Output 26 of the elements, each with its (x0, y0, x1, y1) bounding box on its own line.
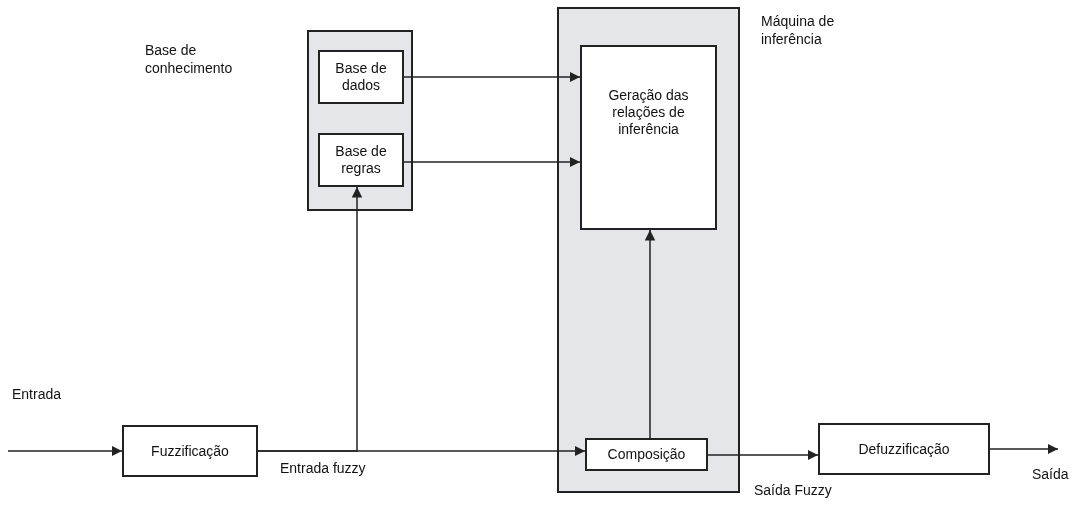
process-box (318, 133, 404, 187)
arrow (7, 445, 123, 457)
box-label: Base de dados (334, 60, 388, 94)
box-label: Defuzzificação (858, 440, 950, 458)
box-label: Geração das relações de inferência (607, 87, 690, 138)
group-heading: Máquina de inferência (761, 13, 836, 48)
box-label: Base de regras (334, 143, 388, 177)
arrow (403, 71, 581, 83)
box-label: Fuzzificação (151, 442, 229, 460)
process-box (122, 425, 258, 477)
edge-label: Entrada fuzzy (278, 460, 368, 476)
process-box (818, 423, 990, 475)
arrow (989, 443, 1059, 455)
group-heading: Base de conhecimento (145, 42, 234, 77)
arrow (257, 186, 363, 452)
process-box (585, 438, 708, 471)
edge-label: Saída Fuzzy (752, 482, 834, 498)
process-box (318, 50, 404, 104)
arrow (707, 449, 819, 461)
edge-label: Entrada (10, 386, 64, 402)
box-label: Composição (607, 446, 686, 463)
arrow (644, 229, 656, 439)
edge-label: Saída (1030, 466, 1071, 482)
group-box (307, 30, 413, 211)
arrow (403, 156, 581, 168)
process-box (580, 45, 717, 230)
